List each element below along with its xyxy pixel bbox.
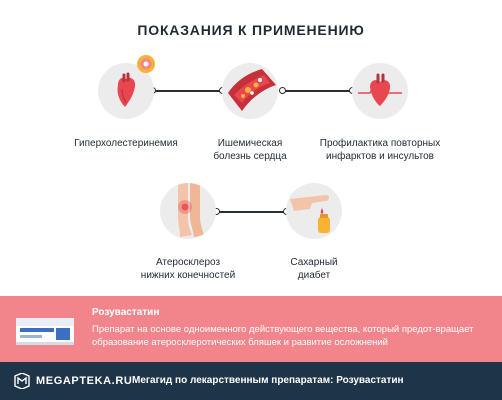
indication-prevention-image — [352, 63, 408, 119]
artery-icon — [228, 69, 276, 111]
footer: MEGAPTEKA.RU Мегагид по лекарственным пр… — [0, 362, 502, 400]
indication-diabetes-image — [286, 183, 342, 239]
indication-label: Сахарный диабет — [290, 257, 338, 281]
heart-icon — [117, 72, 136, 107]
drug-package-icon — [16, 318, 74, 345]
connector-dot — [279, 87, 286, 94]
glucose-test-icon — [290, 195, 330, 233]
drug-description: Препарат на основе одноименного действую… — [92, 324, 474, 348]
indication-label: Ишемическая болезнь сердца — [213, 138, 287, 162]
indication-label: Атеросклероз нижних конечностей — [140, 257, 236, 281]
connector-line — [152, 90, 222, 92]
connector-line — [282, 90, 352, 92]
indication-ihd-image — [222, 63, 278, 119]
connector-line — [216, 211, 286, 213]
indication-hypercholesterolemia-image — [98, 63, 154, 119]
footer-caption: Мегагид по лекарственным препаратам: Роз… — [132, 375, 404, 386]
heart-pulse-icon — [358, 73, 402, 106]
drug-name: Розувастатин — [92, 307, 160, 318]
cholesterol-badge-icon — [137, 55, 155, 73]
indication-atherosclerosis-image — [160, 183, 216, 239]
indication-label: Гиперхолестеринемия — [74, 138, 178, 149]
indication-label: Профилактика повторных инфарктов и инсул… — [319, 138, 441, 162]
legs-icon — [178, 183, 204, 237]
page-title: ПОКАЗАНИЯ К ПРИМЕНЕНИЮ — [137, 22, 365, 38]
drug-banner: Розувастатин Препарат на основе одноимен… — [0, 296, 502, 362]
site-logo-text[interactable]: MEGAPTEKA.RU — [36, 375, 133, 387]
megapteka-logo-icon[interactable] — [14, 373, 30, 389]
